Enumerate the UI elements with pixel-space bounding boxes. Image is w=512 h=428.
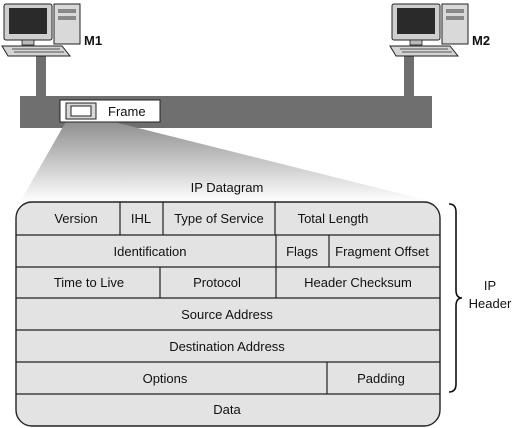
field-fragment-offset: Fragment Offset	[335, 244, 429, 259]
wire-drop-right	[404, 54, 414, 98]
field-version: Version	[54, 211, 97, 226]
field-ihl: IHL	[131, 211, 151, 226]
frame-icon-inner	[70, 105, 92, 117]
field-source-address: Source Address	[181, 307, 273, 322]
computer-m2-icon	[389, 3, 469, 57]
wire-drop-left	[36, 54, 46, 98]
machine-label-m2: M2	[472, 33, 490, 48]
field-data: Data	[213, 402, 241, 417]
field-identification: Identification	[114, 244, 187, 259]
field-flags: Flags	[286, 244, 318, 259]
field-protocol: Protocol	[193, 275, 241, 290]
brace-label-header: Header	[469, 296, 512, 311]
row-dividers	[16, 234, 440, 395]
header-brace	[448, 203, 463, 393]
datagram-box	[15, 201, 441, 427]
machine-label-m1: M1	[84, 33, 102, 48]
expansion-funnel	[20, 118, 434, 202]
field-time-to-live: Time to Live	[54, 275, 124, 290]
datagram-title: IP Datagram	[191, 180, 264, 195]
brace-label-ip: IP	[484, 278, 496, 293]
frame-label: Frame	[108, 104, 146, 119]
field-options: Options	[143, 371, 188, 386]
column-dividers	[119, 202, 330, 394]
field-destination-address: Destination Address	[169, 339, 285, 354]
field-header-checksum: Header Checksum	[304, 275, 412, 290]
field-type-of-service: Type of Service	[174, 211, 264, 226]
field-padding: Padding	[357, 371, 405, 386]
field-total-length: Total Length	[298, 211, 369, 226]
computer-m1-icon	[1, 3, 81, 57]
